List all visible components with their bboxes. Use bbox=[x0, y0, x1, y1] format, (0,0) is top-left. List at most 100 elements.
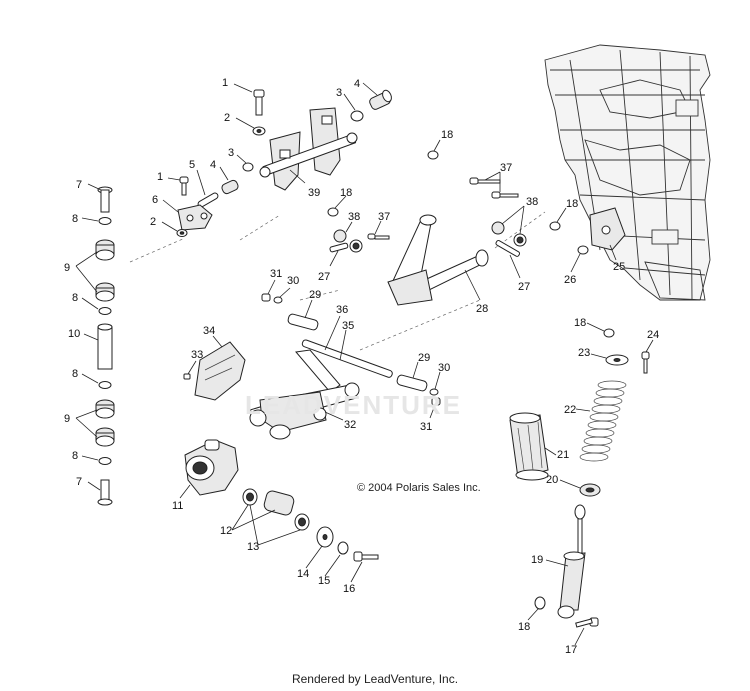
upper-a-arm-28 bbox=[387, 214, 489, 306]
nut-18-right bbox=[549, 221, 561, 231]
retainer-20 bbox=[579, 483, 601, 497]
watermark-text: LEADVENTURE bbox=[245, 390, 463, 420]
callout-8-b: 8 bbox=[72, 292, 78, 304]
skid-plate-34 bbox=[194, 341, 246, 401]
callout-37-right: 37 bbox=[500, 162, 512, 174]
callout-35: 35 bbox=[342, 320, 354, 332]
washer-30-left bbox=[273, 296, 283, 304]
callout-11: 11 bbox=[172, 500, 183, 512]
nut-2-left bbox=[176, 229, 188, 237]
bushings-38-left bbox=[333, 229, 363, 253]
callout-2-top: 2 bbox=[224, 112, 230, 124]
sleeve-10 bbox=[97, 323, 113, 370]
callout-23: 23 bbox=[578, 347, 590, 359]
bolt-37-left bbox=[367, 233, 390, 240]
washer-8-a bbox=[98, 217, 112, 225]
bolt-27-right bbox=[495, 240, 521, 257]
callout-25: 25 bbox=[613, 261, 625, 273]
bolt-1-left bbox=[179, 176, 189, 196]
callout-26: 26 bbox=[564, 274, 576, 286]
shaft-35-36 bbox=[301, 339, 393, 378]
callout-7-top: 7 bbox=[76, 179, 82, 191]
boot-21 bbox=[509, 412, 549, 481]
bolt-7-lower bbox=[97, 479, 113, 506]
callout-12: 12 bbox=[220, 525, 232, 537]
callout-2-left: 2 bbox=[150, 216, 156, 228]
callout-13: 13 bbox=[247, 541, 259, 553]
bolt-24 bbox=[641, 351, 650, 374]
rendered-by-footer: Rendered by LeadVenture, Inc. bbox=[291, 672, 459, 686]
callout-9-upper: 9 bbox=[64, 262, 70, 274]
bushing-4-upper bbox=[369, 89, 392, 110]
bolt-31-left bbox=[261, 293, 271, 302]
bolt-1-upper bbox=[253, 89, 265, 116]
bushing-9-upper bbox=[95, 239, 115, 261]
washer-14 bbox=[316, 526, 334, 548]
bolts-37-upper bbox=[469, 177, 519, 199]
callout-8-d: 8 bbox=[72, 450, 78, 462]
o-ring-3-upper bbox=[350, 110, 364, 122]
callout-14: 14 bbox=[297, 568, 309, 580]
bearing-12-13-a bbox=[242, 488, 258, 506]
spring-22 bbox=[579, 380, 627, 462]
callout-30-left: 30 bbox=[287, 275, 299, 287]
washer-15 bbox=[337, 541, 349, 555]
bearing-12-13-c bbox=[294, 513, 310, 531]
callout-1-left: 1 bbox=[157, 171, 163, 183]
callout-8-c: 8 bbox=[72, 368, 78, 380]
nut-26 bbox=[577, 245, 589, 255]
washer-8-d bbox=[98, 457, 112, 465]
callout-4-top: 4 bbox=[354, 78, 360, 90]
nut-18-upper bbox=[427, 150, 439, 160]
frame-assembly bbox=[544, 44, 711, 301]
callout-31-right: 31 bbox=[420, 421, 432, 433]
bushing-29-left bbox=[287, 313, 319, 331]
callout-1-top: 1 bbox=[222, 77, 228, 89]
bracket-6 bbox=[177, 204, 213, 231]
bushing-9-upper-b bbox=[95, 282, 115, 302]
o-ring-3-left bbox=[242, 162, 254, 172]
nut-2-upper bbox=[252, 126, 266, 136]
callout-3-left: 3 bbox=[228, 147, 234, 159]
callout-20: 20 bbox=[546, 474, 558, 486]
lower-a-arm-32 bbox=[249, 349, 360, 440]
callout-29-left: 29 bbox=[309, 289, 321, 301]
callout-labels: 1 2 3 4 1 5 4 3 39 18 7 6 2 bbox=[64, 77, 659, 656]
callout-6: 6 bbox=[152, 194, 158, 206]
callout-33: 33 bbox=[191, 349, 203, 361]
copyright-text: © 2004 Polaris Sales Inc. bbox=[357, 482, 481, 494]
callout-15: 15 bbox=[318, 575, 330, 587]
callout-28: 28 bbox=[476, 303, 488, 315]
dashed-reference-lines bbox=[129, 211, 546, 351]
nut-18-shock-top bbox=[603, 328, 615, 338]
callout-9-lower: 9 bbox=[64, 413, 70, 425]
washer-8-c bbox=[98, 381, 112, 389]
callout-8-a: 8 bbox=[72, 213, 78, 225]
callout-18-a: 18 bbox=[340, 187, 352, 199]
callout-27-left: 27 bbox=[318, 271, 330, 283]
callout-31-left: 31 bbox=[270, 268, 282, 280]
bolt-16 bbox=[353, 551, 379, 562]
callout-16: 16 bbox=[343, 583, 355, 595]
callout-24: 24 bbox=[647, 329, 659, 341]
bolt-7-upper bbox=[97, 186, 113, 213]
shock-19 bbox=[557, 504, 586, 619]
callout-5: 5 bbox=[189, 159, 195, 171]
callout-18-b: 18 bbox=[441, 129, 453, 141]
callout-7-lower: 7 bbox=[76, 476, 82, 488]
knuckle-11 bbox=[184, 439, 239, 496]
bushings-38-right bbox=[491, 221, 527, 247]
callout-21: 21 bbox=[557, 449, 569, 461]
washer-23 bbox=[605, 354, 629, 366]
bushing-9-lower-b bbox=[95, 427, 115, 447]
callout-10: 10 bbox=[68, 328, 80, 340]
bushing-4-left bbox=[221, 179, 239, 195]
washer-30-right bbox=[429, 388, 439, 396]
bearing-12-13-b bbox=[263, 490, 295, 516]
nut-18-lower bbox=[534, 596, 546, 610]
callout-27-right: 27 bbox=[518, 281, 530, 293]
callout-19: 19 bbox=[531, 554, 543, 566]
washer-8-b bbox=[98, 307, 112, 315]
callout-39: 39 bbox=[308, 187, 320, 199]
